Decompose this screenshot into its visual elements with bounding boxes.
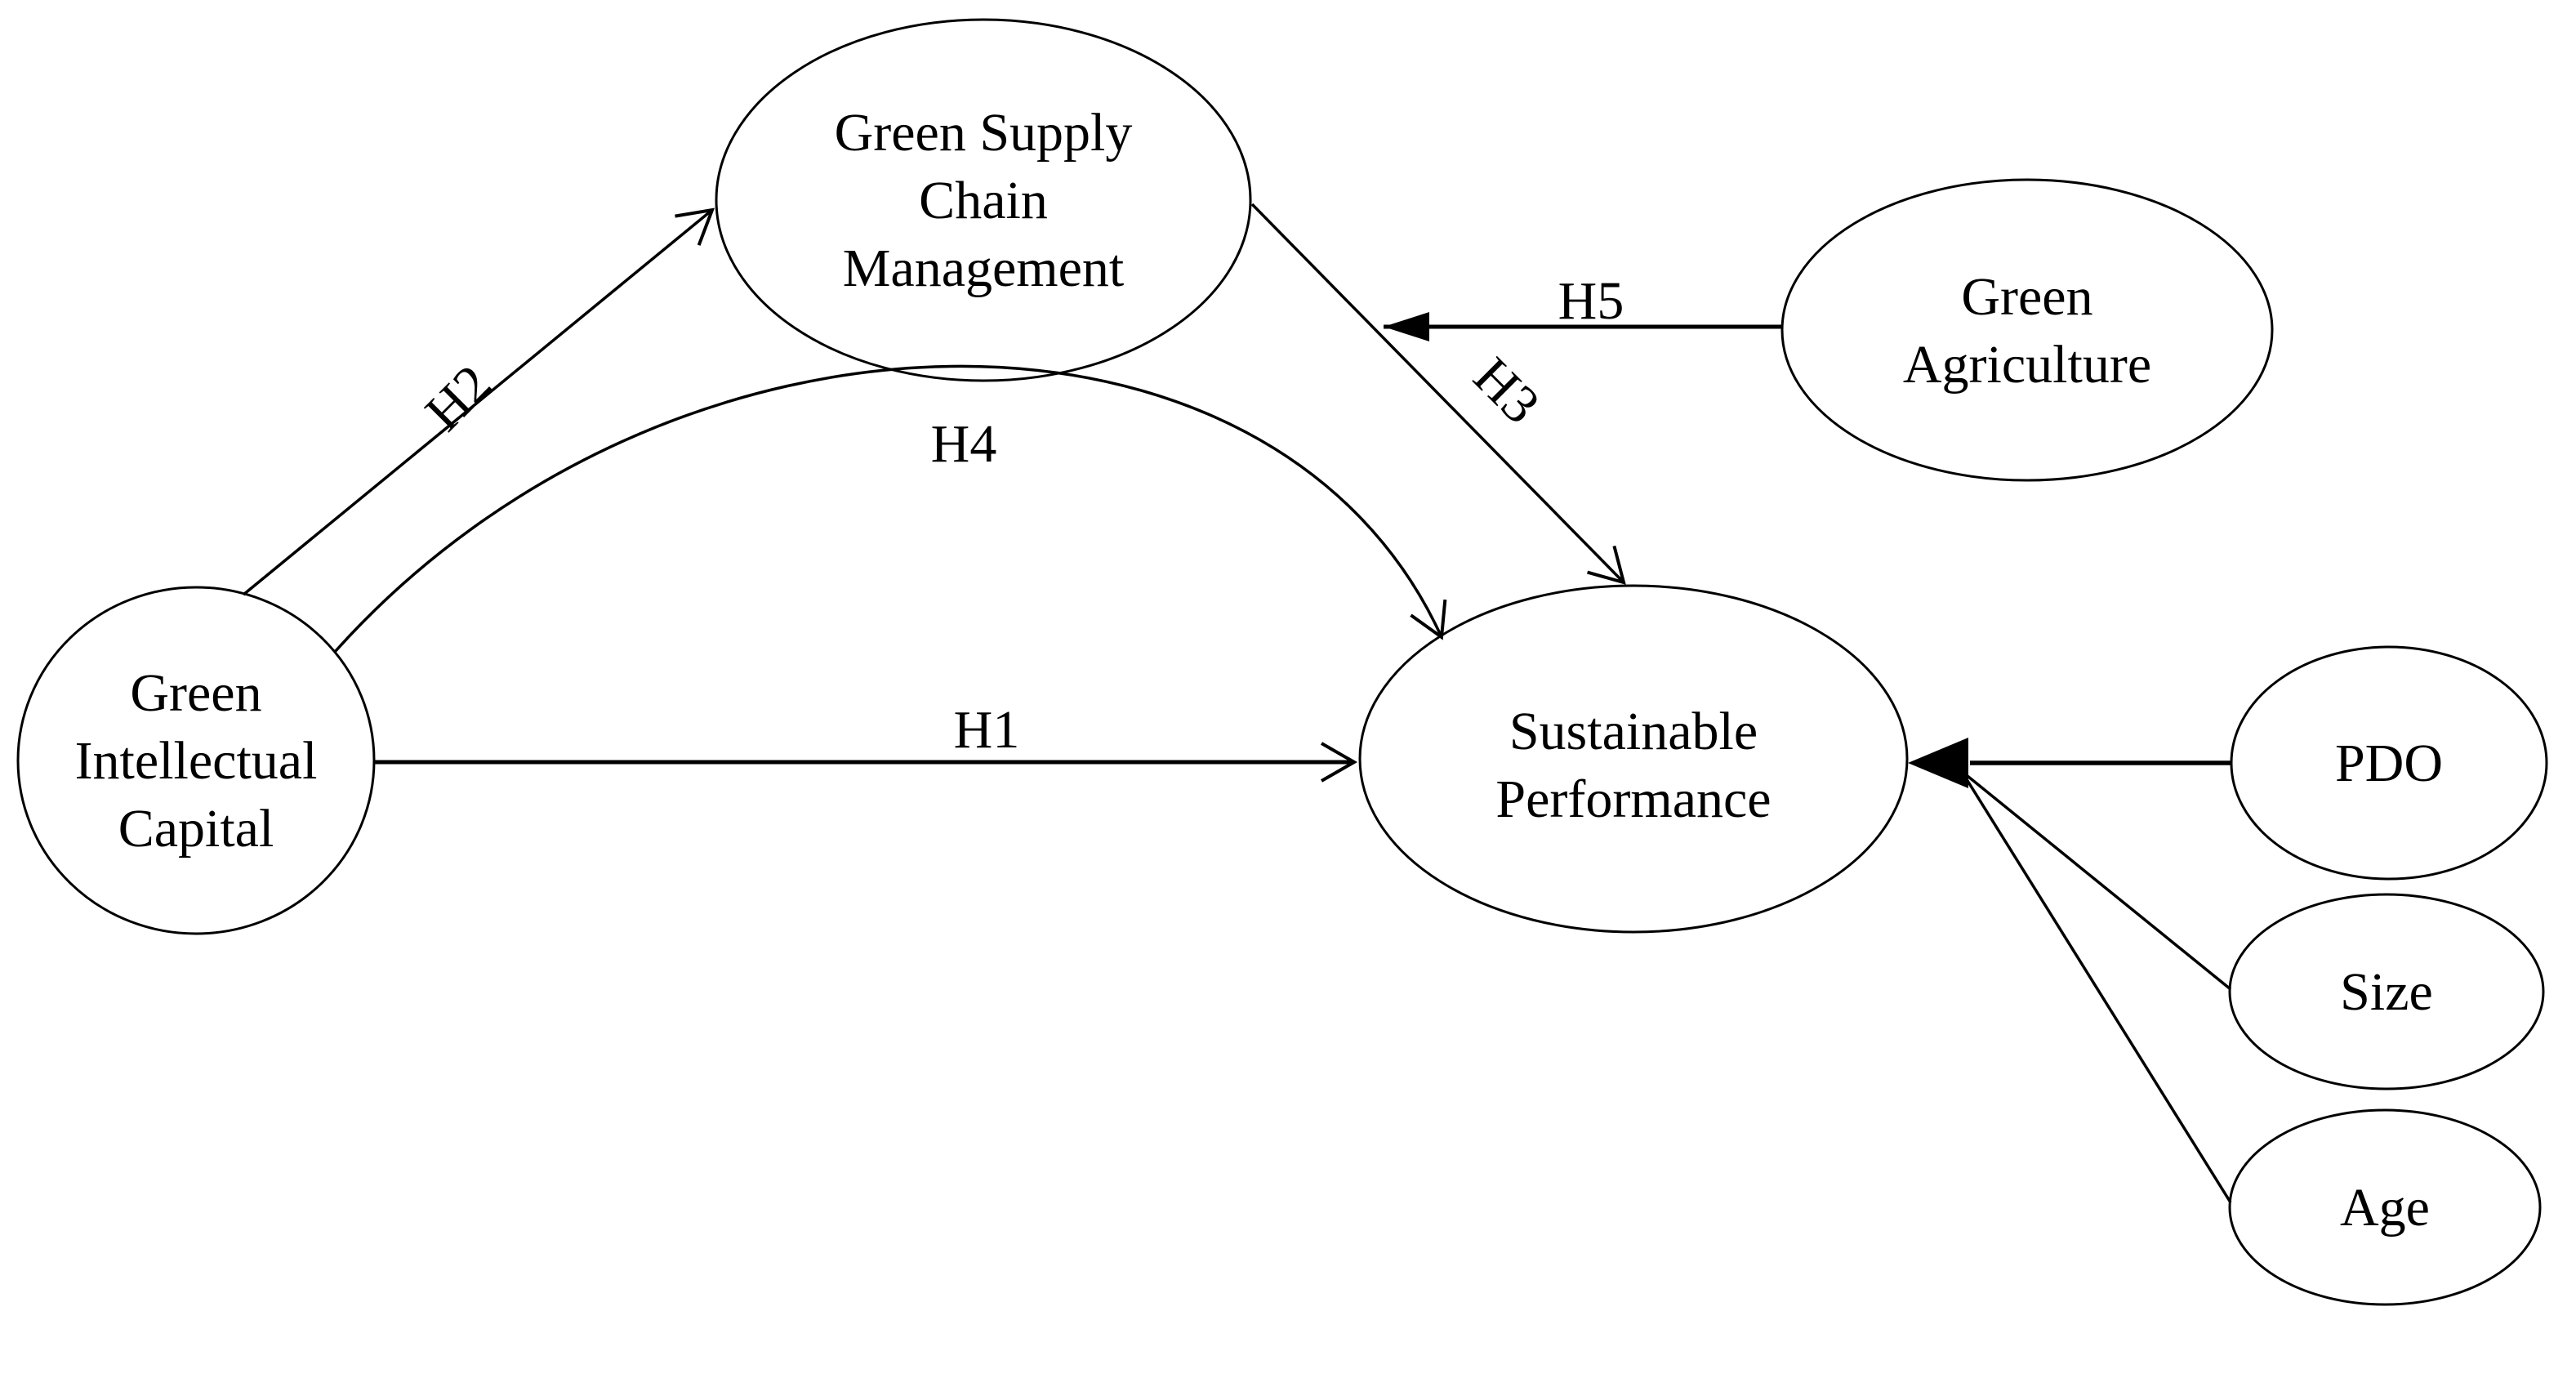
pdo-label: PDO — [2335, 734, 2443, 793]
node-size-ellipse — [2228, 893, 2545, 1090]
node-age-ellipse — [2228, 1108, 2542, 1306]
edge-h4-gic-to-sp-curve — [333, 364, 1447, 653]
green-agriculture-label-line1: Green — [1961, 267, 2092, 327]
converging-solid-arrowhead-icon — [1908, 738, 1968, 788]
node-green-supply-chain-management-ellipse — [715, 18, 1252, 382]
gscm-label-line3: Management — [843, 239, 1125, 298]
edge-label-h5: H5 — [1558, 271, 1624, 331]
gic-label-line1: Green — [130, 663, 261, 723]
age-label: Age — [2340, 1178, 2430, 1238]
gic-label-line2: Intellectual — [75, 731, 318, 791]
gic-label-line3: Capital — [118, 799, 274, 859]
sustainable-performance-label-line1: Sustainable — [1509, 702, 1758, 761]
node-green-agriculture-ellipse — [1780, 178, 2274, 482]
edge-label-h1: H1 — [954, 700, 1020, 760]
edge-h3-gscm-to-sp — [1250, 203, 1626, 585]
size-label: Size — [2340, 962, 2433, 1022]
edge-size-to-sp — [1962, 771, 2232, 991]
edge-age-to-sp — [1963, 776, 2232, 1203]
sustainable-performance-label-line2: Performance — [1495, 769, 1771, 829]
gscm-label-line1: Green Supply — [835, 103, 1133, 163]
edge-label-h4: H4 — [931, 414, 997, 474]
node-sustainable-performance-ellipse — [1358, 584, 1909, 934]
gscm-label-line2: Chain — [919, 171, 1048, 230]
green-agriculture-label-line2: Agriculture — [1903, 335, 2151, 395]
edge-h2-gic-to-gscm — [242, 207, 715, 596]
